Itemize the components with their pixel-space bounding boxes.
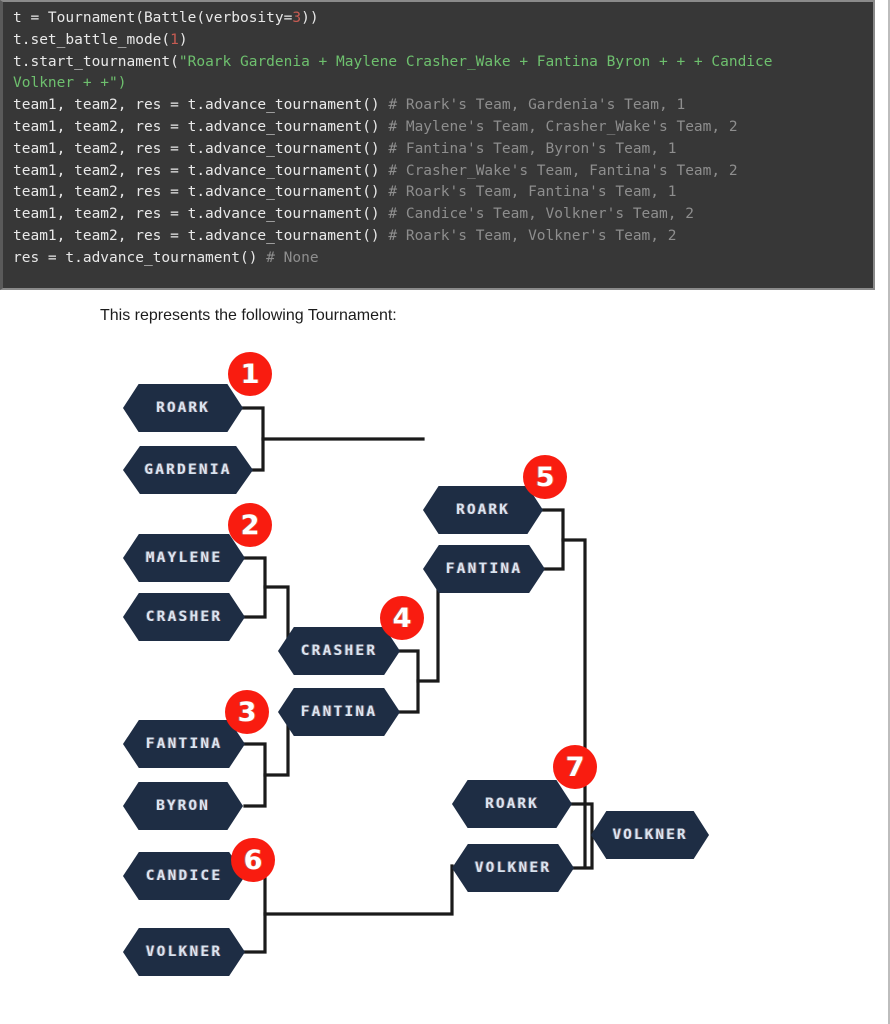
code-token-plain: team1, team2, res = t.advance_tournament…	[13, 118, 389, 135]
caption-text: This represents the following Tournament…	[100, 307, 397, 324]
code-token-str: Volkner + +")	[13, 75, 127, 92]
team-badge-final-volkner: VOLKNER	[591, 811, 709, 859]
code-token-plain: team1, team2, res = t.advance_tournament…	[13, 97, 389, 114]
code-line: team1, team2, res = t.advance_tournament…	[13, 226, 873, 248]
team-badge-r4-roark: ROARK	[452, 780, 572, 828]
team-badge-r1-gardenia: GARDENIA	[123, 446, 253, 494]
code-token-plain: t.start_tournament(	[13, 53, 179, 70]
team-badge-label: ROARK	[485, 796, 539, 812]
team-badge-r1-fantina: FANTINA	[123, 720, 245, 768]
team-badge-label: BYRON	[156, 798, 210, 814]
code-token-plain: team1, team2, res = t.advance_tournament…	[13, 206, 389, 223]
team-badge-r4-volkner: VOLKNER	[452, 844, 574, 892]
code-line: Volkner + +")	[13, 73, 873, 95]
team-badge-r1-roark: ROARK	[123, 384, 243, 432]
team-badge-r2-crasher: CRASHER	[278, 627, 400, 675]
code-token-com: # Candice's Team, Volkner's Team, 2	[388, 206, 694, 223]
code-line: res = t.advance_tournament() # None	[13, 248, 873, 270]
code-token-str: "Roark Gardenia + Maylene Crasher_Wake +…	[178, 53, 773, 70]
team-badge-label: FANTINA	[145, 736, 223, 752]
team-badge-r2-fantina: FANTINA	[278, 688, 400, 736]
code-token-num: 1	[170, 31, 179, 48]
team-badge-label: ROARK	[456, 502, 510, 518]
round-marker-3: 3	[225, 690, 269, 734]
round-marker-1: 1	[228, 352, 272, 396]
team-badge-label: GARDENIA	[144, 462, 232, 478]
code-line: t.set_battle_mode(1)	[13, 30, 873, 52]
code-token-plain: )	[178, 31, 188, 48]
code-token-com: # Crasher_Wake's Team, Fantina's Team, 2	[388, 162, 738, 179]
team-badge-label: CRASHER	[300, 643, 378, 659]
code-token-com: # Roark's Team, Gardenia's Team, 1	[388, 97, 686, 114]
team-badge-label: FANTINA	[445, 561, 523, 577]
round-marker-5: 5	[523, 455, 567, 499]
code-line: team1, team2, res = t.advance_tournament…	[13, 117, 873, 139]
code-line: team1, team2, res = t.advance_tournament…	[13, 204, 873, 226]
code-token-com: # Maylene's Team, Crasher_Wake's Team, 2	[388, 118, 738, 135]
code-block: t = Tournament(Battle(verbosity=3))t.set…	[0, 0, 875, 290]
code-token-com: # Roark's Team, Volkner's Team, 2	[388, 227, 677, 244]
team-badge-r3-fantina: FANTINA	[423, 545, 545, 593]
round-marker-7: 7	[553, 745, 597, 789]
team-badge-r1-crasher: CRASHER	[123, 593, 245, 641]
code-token-plain: team1, team2, res = t.advance_tournament…	[13, 140, 389, 157]
team-badge-label: VOLKNER	[145, 944, 223, 960]
team-badge-label: MAYLENE	[145, 550, 223, 566]
round-marker-4: 4	[380, 596, 424, 640]
team-badge-r1-candice: CANDICE	[123, 852, 245, 900]
code-token-plain: team1, team2, res = t.advance_tournament…	[13, 162, 389, 179]
code-token-plain: res = t.advance_tournament()	[13, 249, 267, 266]
code-token-num: 3	[292, 10, 302, 26]
team-badge-label: ROARK	[156, 400, 210, 416]
code-line: team1, team2, res = t.advance_tournament…	[13, 95, 873, 117]
code-token-plain: t.set_battle_mode(	[13, 31, 171, 48]
code-token-com: # None	[266, 249, 319, 266]
code-line: t = Tournament(Battle(verbosity=3))	[13, 8, 873, 30]
code-line: team1, team2, res = t.advance_tournament…	[13, 182, 873, 204]
code-line: t.start_tournament("Roark Gardenia + May…	[13, 52, 873, 74]
team-badge-label: VOLKNER	[474, 860, 552, 876]
code-token-plain: team1, team2, res = t.advance_tournament…	[13, 184, 389, 201]
team-badge-r1-volkner: VOLKNER	[123, 928, 245, 976]
code-token-plain: ))	[301, 10, 319, 26]
team-badge-label: CRASHER	[145, 609, 223, 625]
team-badge-label: FANTINA	[300, 704, 378, 720]
code-token-plain: team1, team2, res = t.advance_tournament…	[13, 227, 389, 244]
round-marker-6: 6	[231, 838, 275, 882]
team-badge-r1-maylene: MAYLENE	[123, 534, 245, 582]
team-badge-label: VOLKNER	[612, 827, 688, 843]
team-badge-label: CANDICE	[145, 868, 223, 884]
team-badge-r3-roark: ROARK	[423, 486, 543, 534]
code-token-com: # Fantina's Team, Byron's Team, 1	[388, 140, 677, 157]
bracket-connector-lines	[241, 406, 594, 954]
code-token-com: # Roark's Team, Fantina's Team, 1	[388, 184, 677, 201]
code-line: team1, team2, res = t.advance_tournament…	[13, 139, 873, 161]
round-marker-2: 2	[228, 503, 272, 547]
code-line: team1, team2, res = t.advance_tournament…	[13, 161, 873, 183]
code-token-plain: t = Tournament(Battle(verbosity=	[13, 10, 293, 26]
team-badge-r1-byron: BYRON	[123, 782, 243, 830]
tournament-bracket: ROARK GARDENIA MAYLENE CRASHER FANTINA BYRON C…	[0, 330, 890, 1024]
